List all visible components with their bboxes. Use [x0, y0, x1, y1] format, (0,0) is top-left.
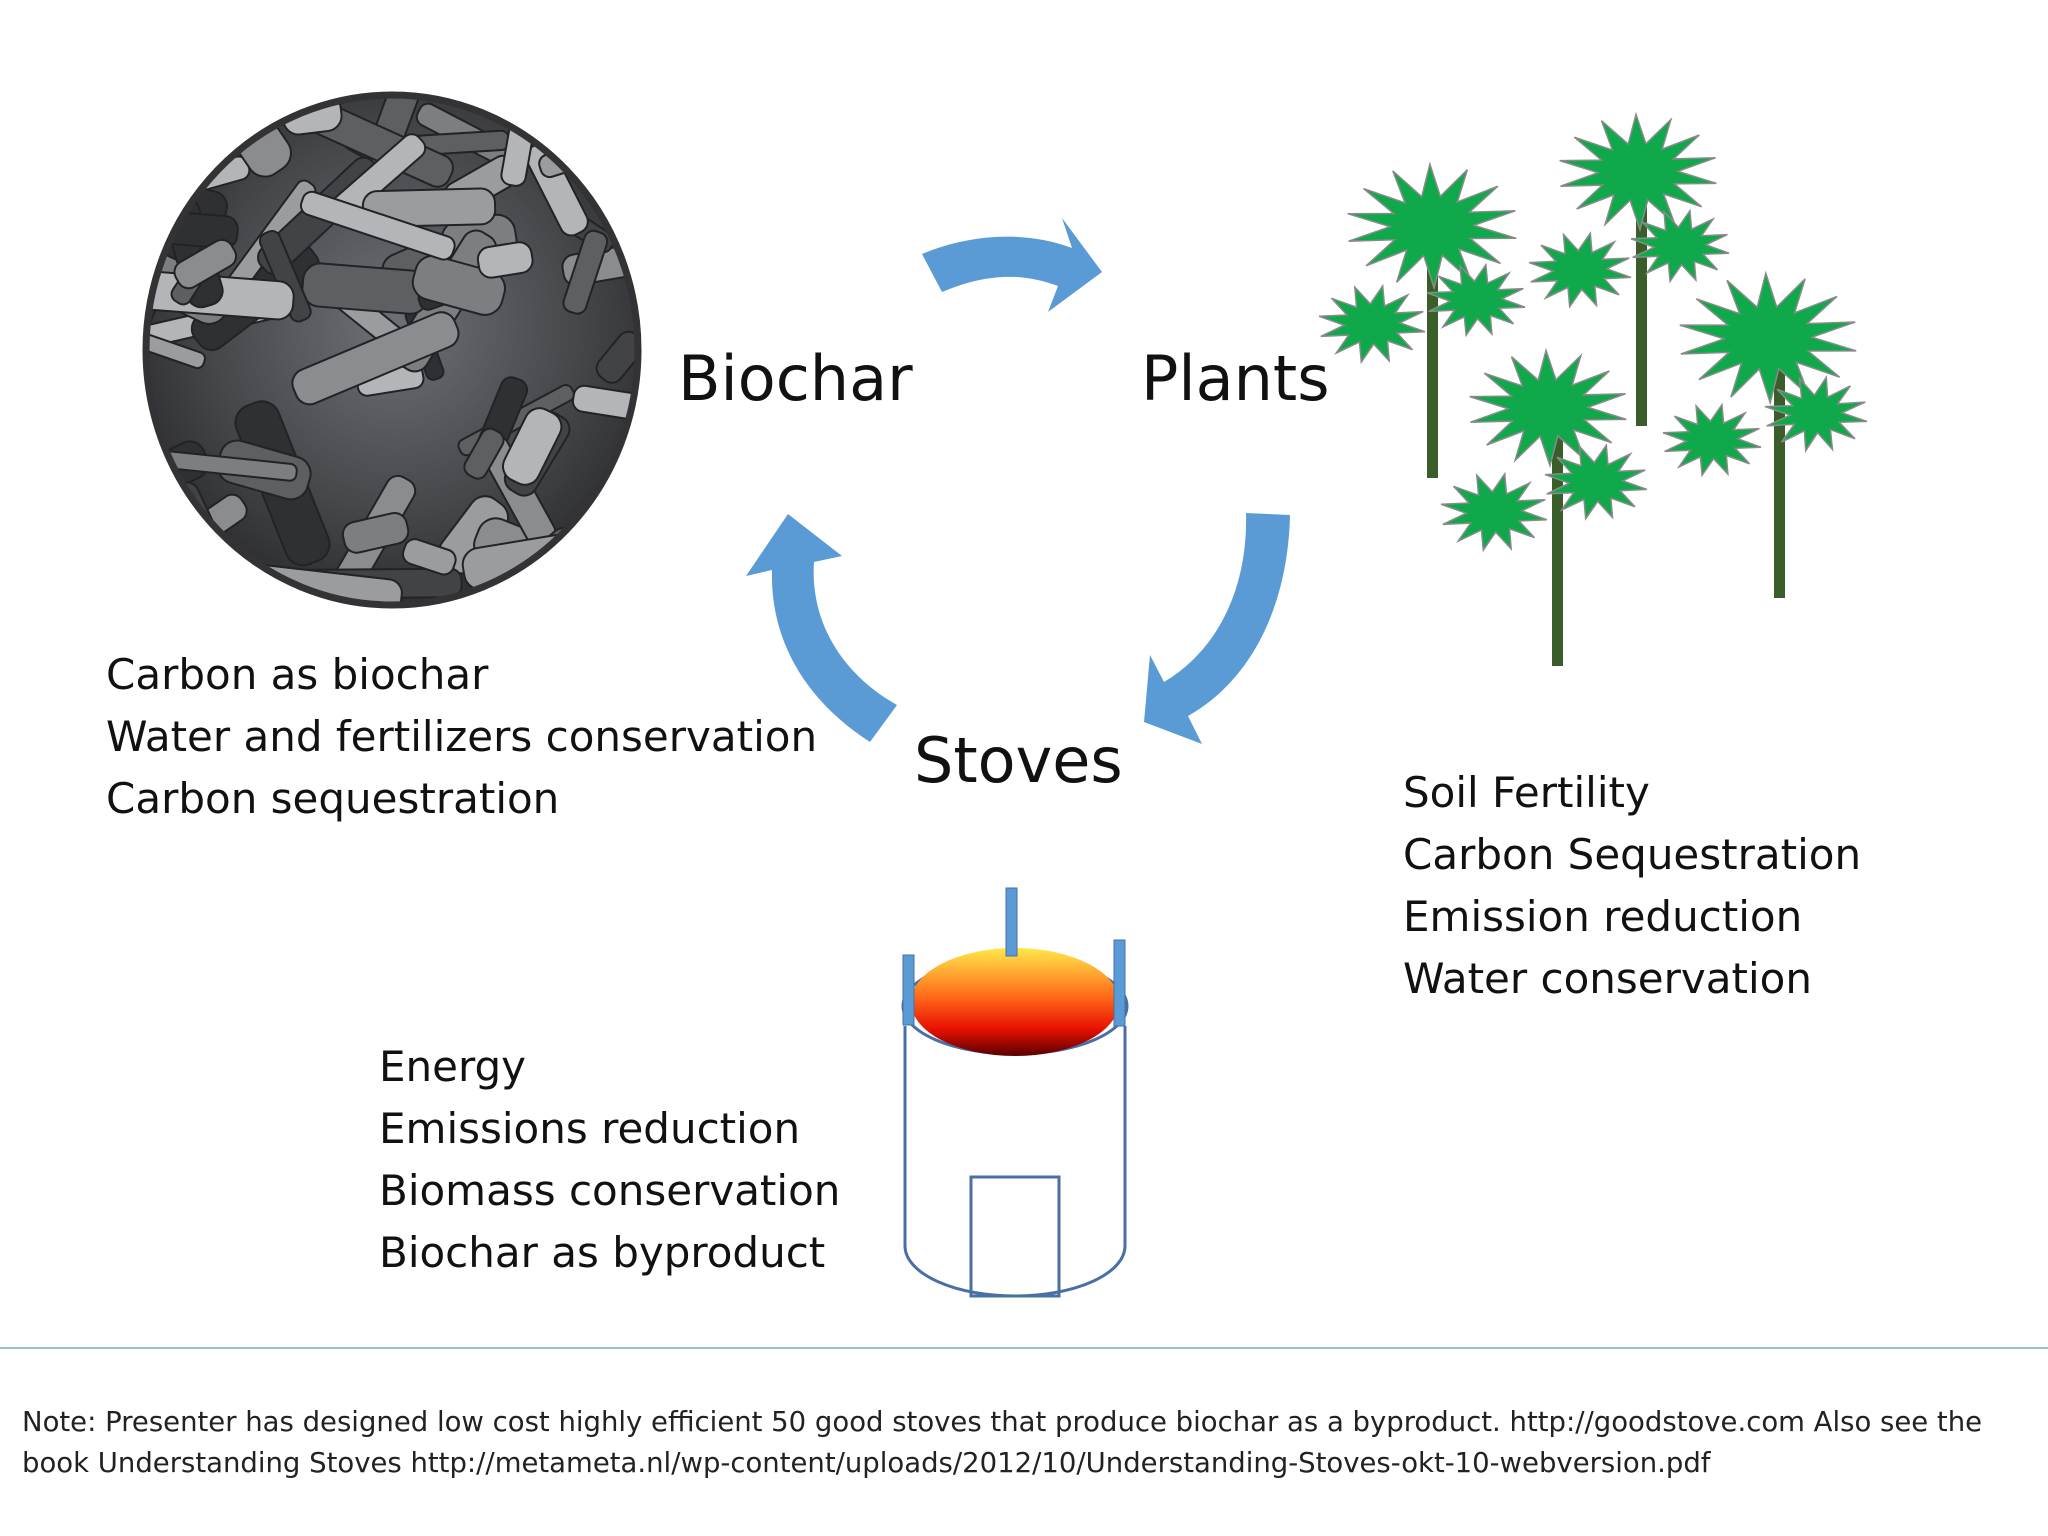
leaf-cluster: [1559, 111, 1717, 233]
charcoal-stick: [169, 97, 212, 173]
list-item: Carbon as biochar: [106, 650, 489, 699]
leaf-cluster: [1528, 231, 1632, 309]
leaf-cluster: [1662, 402, 1762, 478]
leaf-cluster: [1469, 347, 1627, 469]
list-item: Emission reduction: [1403, 892, 1803, 941]
leaf-cluster: [1347, 161, 1517, 291]
node-label-biochar: Biochar: [678, 342, 913, 415]
footer-divider: [0, 1347, 2048, 1349]
leaf-cluster: [1764, 375, 1868, 453]
leaf-cluster: [1440, 471, 1548, 553]
charcoal-stick: [562, 229, 609, 315]
plants-benefits-list: Soil Fertility Carbon Sequestration Emis…: [1403, 762, 1861, 1010]
tree-trunk: [1552, 426, 1563, 666]
charcoal-stick: [173, 238, 238, 290]
cycle-arrow-icon: [1144, 513, 1290, 744]
list-item: Energy: [379, 1042, 527, 1091]
leaf-cluster: [1544, 443, 1648, 521]
charcoal-photo-icon: [142, 91, 642, 609]
arrow-plants-to-stoves: [1144, 513, 1290, 744]
trees-icon: [1318, 111, 1868, 666]
arrow-biochar-to-plants: [922, 218, 1102, 312]
charcoal-stick: [281, 97, 343, 136]
leaf-cluster: [1318, 283, 1426, 365]
charcoal-stick: [148, 318, 206, 370]
charcoal-stick: [402, 538, 457, 576]
stove-icon: [901, 887, 1129, 1298]
tree-trunk: [1636, 190, 1647, 426]
charcoal-stick: [501, 407, 563, 486]
list-item: Biochar as byproduct: [379, 1228, 826, 1277]
cycle-arrow-icon: [746, 514, 897, 742]
tree-trunk: [1427, 240, 1438, 478]
leaf-cluster: [1679, 270, 1857, 406]
list-item: Biomass conservation: [379, 1166, 841, 1215]
leaf-cluster: [1426, 262, 1526, 338]
charcoal-stick: [595, 330, 636, 384]
charcoal-stick: [148, 538, 232, 588]
charcoal-stick: [341, 511, 410, 554]
stoves-benefits-list: Energy Emissions reduction Biomass conse…: [379, 1036, 840, 1284]
charcoal-stick: [538, 126, 636, 179]
charcoal-stick: [291, 311, 460, 406]
charcoal-stick: [463, 427, 505, 480]
charcoal-stick: [148, 97, 238, 168]
node-label-plants: Plants: [1141, 342, 1330, 415]
charcoal-stick: [301, 262, 430, 315]
tree-trunk: [1774, 360, 1785, 598]
charcoal-stick: [571, 384, 636, 425]
list-item: Water conservation: [1403, 954, 1812, 1003]
biochar-benefits-list: Carbon as biochar Water and fertilizers …: [106, 644, 817, 830]
cycle-arrow-icon: [922, 218, 1102, 312]
list-item: Carbon Sequestration: [1403, 830, 1862, 879]
node-label-stoves: Stoves: [914, 724, 1123, 797]
list-item: Emissions reduction: [379, 1104, 801, 1153]
list-item: Water and fertilizers conservation: [106, 712, 818, 761]
footer-note: Note: Presenter has designed low cost hi…: [22, 1406, 1983, 1479]
charcoal-stick: [476, 241, 534, 279]
arrow-stoves-to-biochar: [746, 514, 897, 742]
charcoal-stick: [299, 190, 456, 261]
leaf-cluster: [1630, 208, 1730, 284]
list-item: Soil Fertility: [1403, 768, 1650, 817]
list-item: Carbon sequestration: [106, 774, 560, 823]
